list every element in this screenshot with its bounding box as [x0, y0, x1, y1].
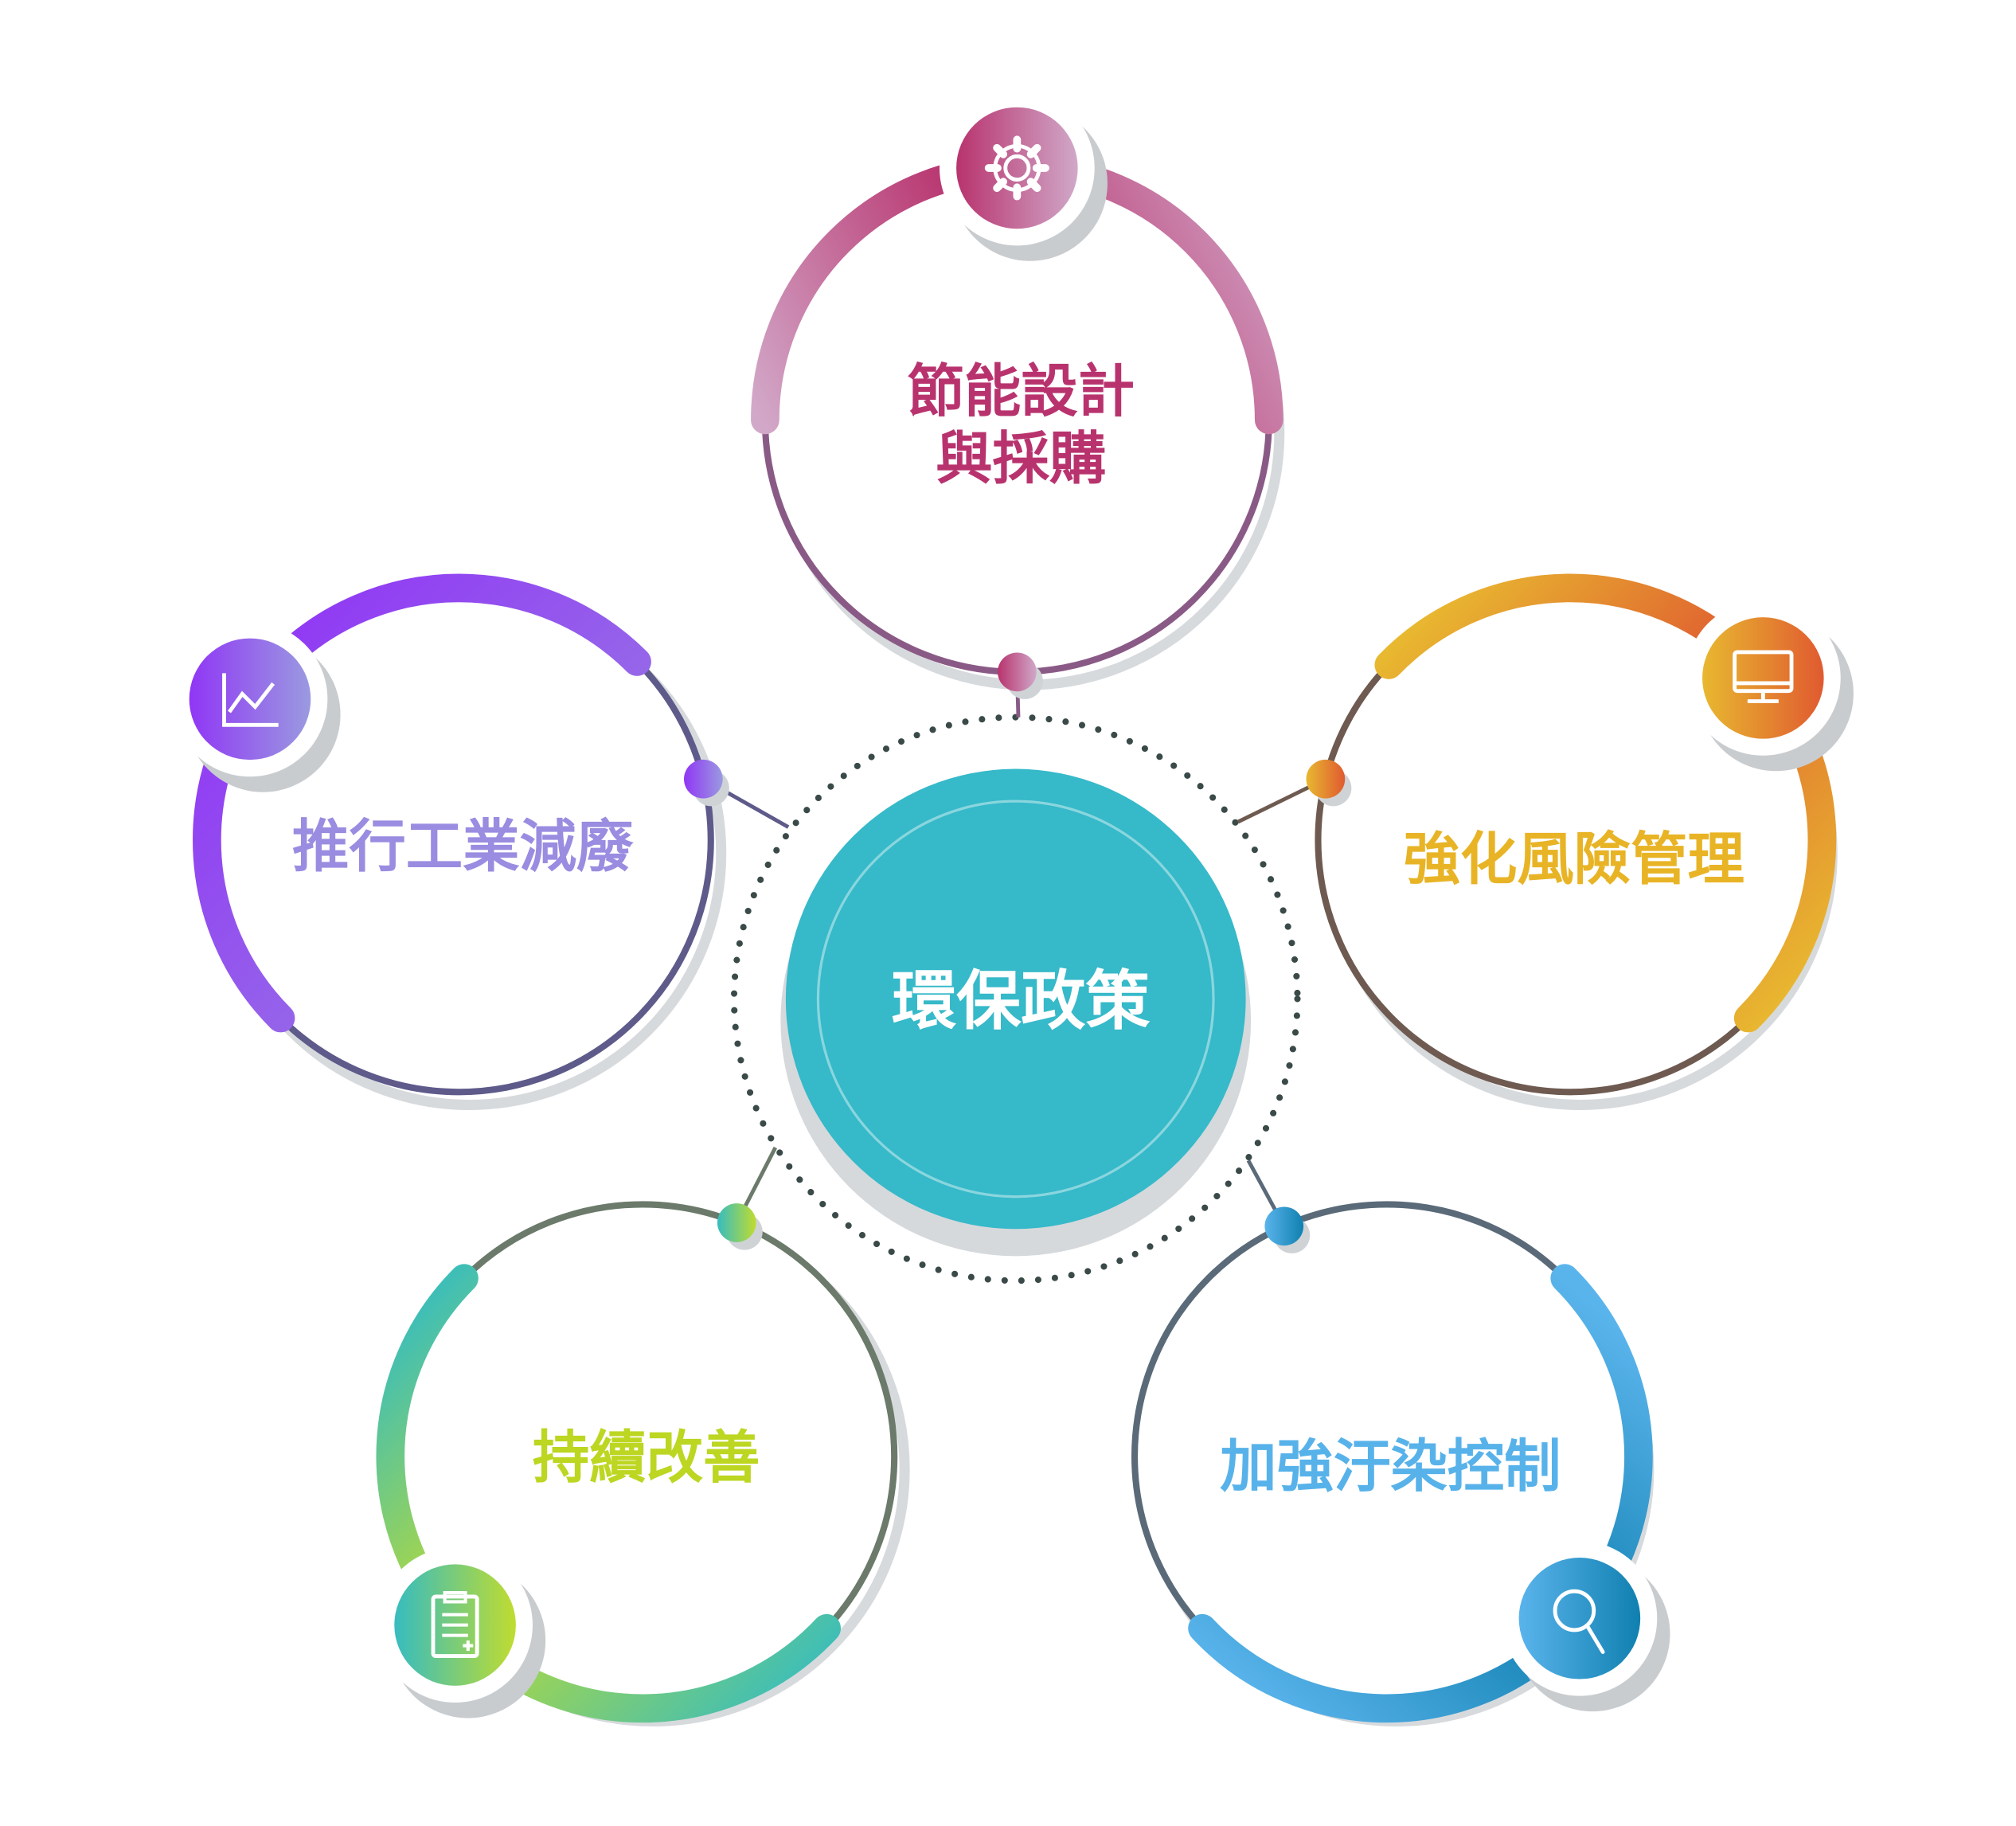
- icon-badge: [1518, 1558, 1641, 1679]
- dotted-ring: [730, 714, 1301, 1284]
- node-label: 推行工業減廢: [292, 813, 634, 879]
- connector-dot: [1264, 1206, 1304, 1246]
- node-label: 持續改善: [533, 1425, 760, 1491]
- hub-circle: [785, 768, 1246, 1230]
- clipboard-icon: [431, 1591, 479, 1659]
- hub-inner-ring: [816, 800, 1215, 1198]
- search-icon: [1553, 1589, 1605, 1654]
- node-label: 與採購: [936, 425, 1106, 491]
- gear-icon: [984, 135, 1049, 201]
- node-improve: 持續改善: [376, 1146, 910, 1727]
- connector-dot: [1306, 759, 1346, 799]
- connector-dot: [998, 652, 1037, 692]
- connector-dot: [684, 759, 723, 799]
- monitor-icon: [1733, 650, 1794, 704]
- central-hub: 環保政策: [730, 714, 1301, 1284]
- node-label: 加強汙染控制: [1220, 1433, 1561, 1500]
- node-label: 節能設計: [907, 358, 1135, 424]
- hub-label: 環保政策: [892, 964, 1151, 1039]
- node-risk: 強化風險管理: [1237, 573, 1854, 1110]
- connector-dot: [717, 1203, 756, 1242]
- icon-badge: [956, 107, 1078, 229]
- line-chart-icon: [222, 673, 279, 727]
- node-label: 強化風險管理: [1404, 826, 1744, 892]
- node-pollution: 加強汙染控制: [1131, 1159, 1670, 1727]
- node-waste: 推行工業減廢: [172, 573, 790, 1110]
- icon-badge: [1702, 617, 1824, 739]
